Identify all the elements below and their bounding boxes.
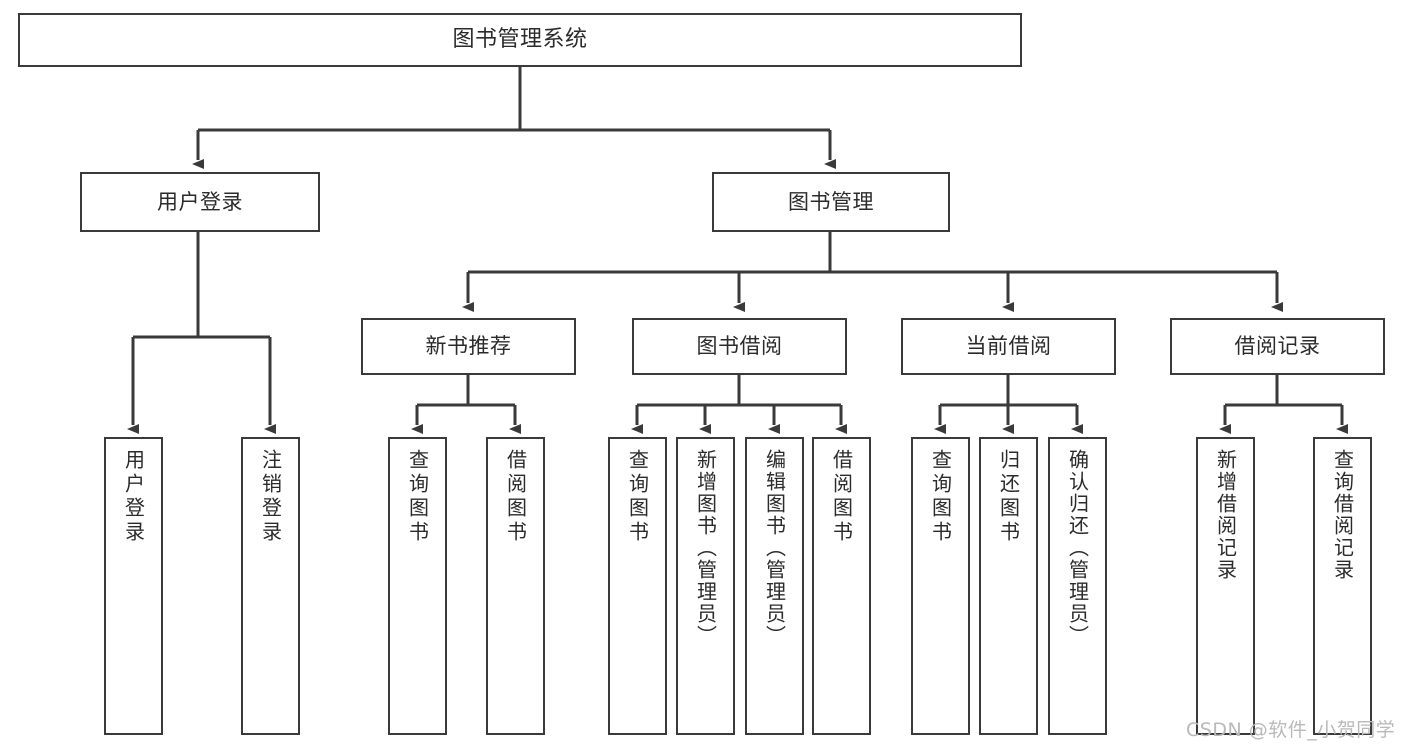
- node-label: 查询图书: [625, 449, 650, 545]
- node-label: 借阅图书: [503, 449, 528, 545]
- node-borrow-record[interactable]: 借阅记录: [1170, 318, 1385, 375]
- leaf-user-login[interactable]: 用户登录: [104, 437, 163, 735]
- node-label: 新增借阅记录: [1213, 449, 1238, 581]
- leaf-confirm-return-admin[interactable]: 确认归还（管理员）: [1048, 437, 1107, 735]
- node-label: 确认归还（管理员）: [1065, 449, 1090, 647]
- node-label: 查询借阅记录: [1330, 449, 1355, 581]
- node-label: 借阅记录: [1234, 334, 1321, 359]
- leaf-borrow-book-new[interactable]: 借阅图书: [486, 437, 545, 735]
- node-label: 图书借阅: [696, 334, 783, 359]
- node-book-borrow[interactable]: 图书借阅: [632, 318, 847, 375]
- node-label: 查询图书: [928, 449, 953, 545]
- node-label: 新增图书（管理员）: [693, 449, 718, 647]
- node-label: 图书管理: [788, 189, 874, 214]
- node-label: 新书推荐: [425, 334, 512, 359]
- node-label: 注销登录: [258, 449, 283, 545]
- node-current-borrow[interactable]: 当前借阅: [901, 318, 1116, 375]
- node-label: 借阅图书: [829, 449, 854, 545]
- leaf-add-book-admin[interactable]: 新增图书（管理员）: [676, 437, 735, 735]
- node-label: 用户登录: [157, 189, 243, 214]
- node-book-management[interactable]: 图书管理: [712, 172, 950, 232]
- leaf-borrow-book[interactable]: 借阅图书: [812, 437, 871, 735]
- node-label: 编辑图书（管理员）: [762, 449, 787, 647]
- leaf-add-borrow-record[interactable]: 新增借阅记录: [1196, 437, 1255, 735]
- node-label: 用户登录: [121, 449, 146, 545]
- leaf-edit-book-admin[interactable]: 编辑图书（管理员）: [745, 437, 804, 735]
- node-root-library-system[interactable]: 图书管理系统: [18, 13, 1022, 67]
- node-label: 归还图书: [996, 449, 1021, 545]
- leaf-query-borrow-record[interactable]: 查询借阅记录: [1313, 437, 1372, 735]
- node-label: 当前借阅: [965, 334, 1052, 359]
- node-label: 查询图书: [405, 449, 430, 545]
- leaf-logout[interactable]: 注销登录: [241, 437, 300, 735]
- node-new-book-recommend[interactable]: 新书推荐: [361, 318, 576, 375]
- leaf-return-book[interactable]: 归还图书: [979, 437, 1038, 735]
- node-label: 图书管理系统: [452, 27, 588, 53]
- leaf-query-book-current[interactable]: 查询图书: [911, 437, 970, 735]
- node-user-login[interactable]: 用户登录: [80, 172, 320, 232]
- leaf-query-book-borrow[interactable]: 查询图书: [608, 437, 667, 735]
- leaf-query-book-new[interactable]: 查询图书: [388, 437, 447, 735]
